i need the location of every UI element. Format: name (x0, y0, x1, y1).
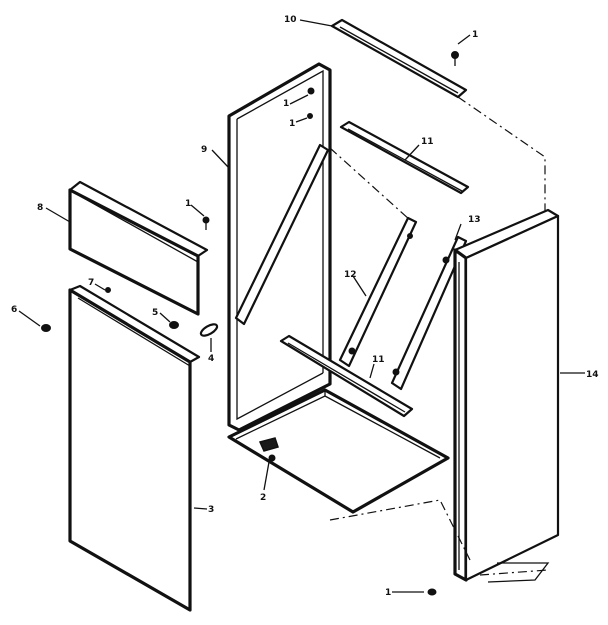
callout-leaders (18, 19, 585, 593)
screw-icon (202, 216, 210, 224)
callout-1: 1 (283, 99, 289, 109)
callout-14: 14 (586, 370, 599, 380)
clip-icon (199, 323, 219, 337)
callout-labels: 10 1 1 1 9 11 1 8 13 12 7 6 5 4 11 14 3 … (11, 15, 599, 598)
screw-icon (451, 51, 459, 59)
part-13-brace (390, 235, 468, 391)
callout-5: 5 (152, 308, 158, 318)
callout-2: 2 (260, 493, 266, 503)
part-9-left-side-frame (227, 62, 332, 432)
callout-12: 12 (344, 270, 357, 280)
callout-11: 11 (421, 137, 434, 147)
part-10-top-rail (330, 18, 468, 99)
part-3-front-panel (68, 284, 201, 612)
screw-icon (307, 113, 313, 119)
screw-icon (427, 588, 437, 596)
callout-13: 13 (468, 215, 481, 225)
part-12-brace (338, 216, 418, 368)
callout-1: 1 (472, 30, 478, 40)
callout-1: 1 (385, 588, 391, 598)
knob-icon (41, 324, 51, 332)
callout-8: 8 (37, 203, 43, 213)
callout-7: 7 (88, 278, 94, 288)
part-11-lower-rail (279, 334, 414, 418)
callout-11: 11 (372, 355, 385, 365)
callout-1: 1 (185, 199, 191, 209)
part-8-top-front-panel (68, 180, 209, 316)
screw-icon (268, 454, 276, 462)
callout-1: 1 (289, 119, 295, 129)
callout-4: 4 (208, 354, 214, 364)
part-14-right-side-panel (453, 208, 560, 582)
part-11-upper-rail (339, 120, 470, 195)
assembly-lines (329, 96, 550, 583)
screw-icon (307, 87, 315, 95)
callout-3: 3 (208, 505, 214, 515)
callout-6: 6 (11, 305, 17, 315)
fasteners (41, 51, 459, 596)
screw-icon (169, 321, 179, 329)
base-tray (227, 388, 450, 514)
callout-9: 9 (201, 145, 207, 155)
screw-icon (105, 287, 111, 293)
callout-10: 10 (284, 15, 297, 25)
